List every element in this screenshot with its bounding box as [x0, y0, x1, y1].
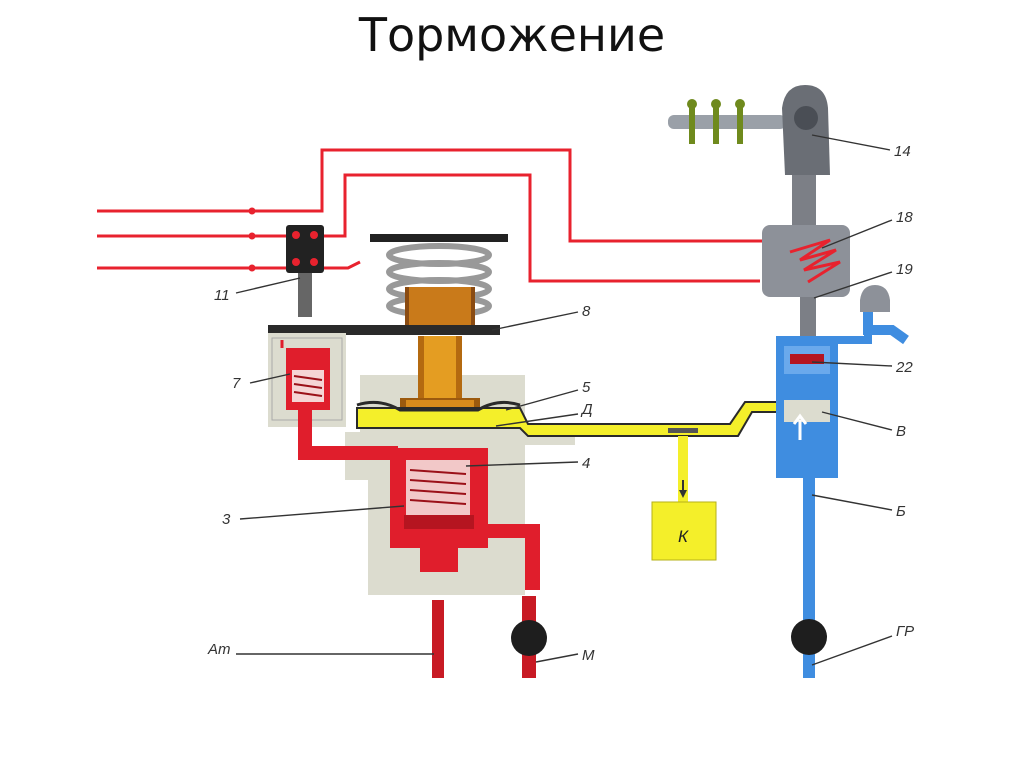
part-labels: 14 18 19 8 5 Д В 22 7 11 3 4 Б Ат М ГР [207, 143, 914, 664]
label-m: М [582, 647, 595, 664]
label-4: 4 [582, 455, 590, 472]
wire-bottom-tail [322, 260, 361, 270]
exhaust-valve [838, 285, 909, 345]
label-11: 11 [214, 287, 230, 304]
switch-11 [286, 225, 324, 317]
label-19: 19 [896, 261, 913, 278]
label-b: Б [896, 503, 906, 520]
spring-assembly [370, 234, 508, 327]
label-d: Д [580, 401, 593, 418]
slide-title: Торможение [358, 8, 666, 62]
crane-14 [668, 85, 830, 225]
block-18 [762, 225, 850, 297]
lever-8 [268, 325, 500, 335]
label-3: 3 [222, 511, 231, 528]
label-22: 22 [895, 359, 913, 376]
label-5: 5 [582, 379, 591, 396]
label-7: 7 [232, 375, 241, 392]
label-18: 18 [896, 209, 913, 226]
wire-junctions [248, 207, 256, 272]
valve-7 [271, 337, 343, 421]
label-at: Ат [207, 641, 231, 658]
wire-top [97, 148, 790, 243]
label-v: В [896, 423, 906, 440]
red-air-channel [298, 410, 540, 590]
label-8: 8 [582, 303, 591, 320]
label-14: 14 [894, 143, 911, 160]
reservoir-k: К [651, 480, 717, 561]
supply-pipes [432, 596, 547, 678]
label-k: К [678, 527, 689, 546]
label-gr: ГР [896, 623, 914, 640]
leader-lines [235, 134, 893, 666]
blue-chamber [776, 297, 838, 678]
